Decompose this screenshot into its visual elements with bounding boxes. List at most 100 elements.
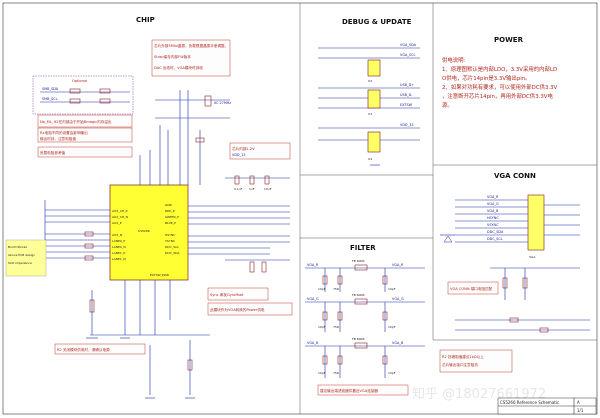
chip-notes-top: 芯片外部5Mhz晶振，负载根据晶振手册调整。 Strap保存内部FW版本 DAC…	[151, 39, 231, 77]
res-left-3	[84, 255, 94, 261]
section-title-vga: VGA CONN	[494, 172, 536, 180]
part-flt-2: FB 600R	[352, 293, 365, 297]
net-vga-2: VGA_G	[487, 202, 499, 206]
vga-note: VGA CONN 端口电阻匹配	[450, 286, 493, 291]
optional-smb-block: Optional SMB_SDA SMB_SCL	[32, 75, 134, 115]
crystal-block: XC 27MHz	[139, 90, 231, 185]
note-box-vdd	[229, 142, 291, 160]
note-chip-1: 芯片外部5Mhz晶振，负载根据晶振手册调整。	[154, 43, 228, 48]
note-chip-8: DAC 出线时，VGA模块时钟线	[154, 65, 203, 70]
pin-left-4: AUX_N	[112, 233, 122, 237]
net-flt-1: VGA_R	[307, 263, 319, 267]
cap-1	[234, 175, 240, 185]
note-box-filter	[317, 384, 409, 396]
pin-bottom: EXTSW_PWR	[150, 273, 169, 277]
section-title-debug: DEBUG & UPDATE	[342, 18, 412, 26]
pin-left-3: AUX_P	[112, 221, 122, 225]
optional-label: Optional	[72, 79, 87, 83]
filter-note: 建议输出端滤波器件靠近VGA连接器	[320, 388, 378, 393]
debug-block: VGA_SDA VGA_SCL U2 USB_D+ USB_D- EXTSW U…	[318, 43, 420, 166]
note-box-bot	[54, 343, 146, 355]
chip-right-wires	[188, 205, 290, 273]
note-box-3	[37, 146, 133, 158]
net-xtal: XC 27MHz	[214, 101, 231, 105]
part-flt-3: FB 600R	[352, 337, 365, 341]
cap-flt-5	[322, 355, 328, 365]
debug-ic-3-label: U4	[368, 157, 372, 161]
title-block: CS5266 Reference Schematic A 1/1	[497, 397, 597, 415]
pin-left-6: LANE0_N	[112, 245, 126, 249]
bottom-right-notes: R2 挡墙阻值建议1kΩ以上 芯片输出接口注意阻抗	[439, 349, 513, 373]
left-note-a: Bold=4Sinks	[8, 245, 27, 249]
res-flt-1	[337, 275, 343, 285]
left-note-b: Above PCB design	[8, 253, 35, 257]
note-box-top	[151, 39, 231, 77]
title-block-title: CS5266 Reference Schematic	[500, 400, 559, 405]
pin-left-2: AUX_CH_N	[112, 215, 128, 219]
pin-right-7: DDC_SCL	[165, 245, 179, 249]
pin-left-7: LANE1_P	[112, 251, 125, 255]
cap-flt-6	[382, 355, 388, 365]
flt-r2-r: 75R	[333, 325, 339, 329]
pin-left-5: LANE0_P	[112, 239, 125, 243]
net-dbg-5: EXTSW	[400, 103, 413, 107]
flt-r1-c2: 10pF	[388, 287, 396, 291]
flt-r1-r: 75R	[333, 287, 339, 291]
power-note-3: 2、如果对功耗有要求，可以使用外部DC供3.3V	[442, 83, 558, 91]
resistor-optional-1	[69, 88, 81, 94]
res-vga-4	[539, 327, 549, 333]
net-flt-3b: VGA_B	[392, 341, 404, 345]
pin-right-4: BLUE_P	[165, 221, 176, 225]
cap-flt-4	[382, 311, 388, 321]
note-box-1	[37, 114, 133, 128]
res-left-1	[84, 231, 94, 237]
section-title-chip: CHIP	[136, 16, 155, 24]
net-dbg-1: VGA_SDA	[400, 43, 417, 47]
cap-right-1	[249, 261, 255, 273]
net-vga-6: DDC_SDA	[487, 230, 504, 234]
net-smb-scl: SMB_SCL	[42, 97, 58, 101]
debug-ic-1-label: U2	[368, 79, 372, 83]
note-box-vga	[447, 281, 499, 295]
net-vga-5: VSYNC	[487, 223, 499, 227]
crystal-symbol	[204, 95, 212, 107]
debug-ic-2-label: U3	[368, 112, 372, 116]
chip-notes-left: No_ML_H2在内部由于开始Bmagic内存溢出 Rx电阻不同的设置会影响输出…	[37, 114, 133, 158]
pin-right-2: RED_P	[165, 209, 175, 213]
vga-conn-block: VGA VGA_R VGA_G VGA_B HSYNC VSYNC DDC_SD…	[440, 194, 590, 333]
filter-block: VGA_R VGA_G VGA_B VGA_R VGA_G VGA_B FB 6…	[305, 259, 425, 396]
ferrite-2	[354, 298, 368, 305]
cap-top-1	[195, 137, 205, 143]
net-vdd12: VDD_12	[232, 153, 246, 157]
chip-ic: CS5266 AUX_CH_P AUX_CH_N AUX_P AUX_N LAN…	[109, 184, 189, 281]
debug-ic-1	[367, 59, 381, 77]
note-chip-5: 负载电阻参考值	[40, 150, 66, 155]
diode-vga	[443, 235, 453, 243]
cap-label-2: 1uF	[249, 187, 255, 191]
res-left-2	[84, 243, 94, 249]
vga-connector	[527, 194, 545, 251]
debug-ic-3	[367, 131, 381, 153]
power-notes: 供电说明: 1、原理图默认是内部LDO，3.3V采用的内部LD O供电，芯片14…	[442, 56, 558, 109]
pin-right-8: DDC_SDA	[165, 251, 180, 255]
res-flt-3	[337, 355, 343, 365]
res-vga-1	[502, 277, 508, 289]
left-note-c: SCD impedance	[8, 261, 32, 265]
power-note-heading: 供电说明:	[442, 56, 466, 64]
optional-box	[32, 75, 134, 115]
res-fb-1	[187, 359, 193, 371]
debug-ic-2	[367, 89, 381, 109]
net-flt-1b: VGA_R	[392, 263, 404, 267]
chip-far-bottom	[145, 340, 195, 399]
chip-body	[109, 184, 189, 281]
resistor-optional-3	[99, 88, 111, 94]
ferrite-1	[354, 264, 368, 271]
note-box-mid-2	[207, 302, 293, 316]
flt-r3-c2: 10pF	[388, 371, 396, 375]
note-box-br	[439, 349, 513, 373]
net-dbg-2: VGA_SCL	[400, 53, 415, 57]
note-chip-9: Sync 串扰Gyroffset	[210, 292, 244, 297]
section-title-filter: FILTER	[350, 244, 376, 252]
note-chip-10: 此模块作为VGA转换的Power供电	[210, 307, 265, 312]
net-smb-sda: SMB_SDA	[42, 87, 59, 91]
